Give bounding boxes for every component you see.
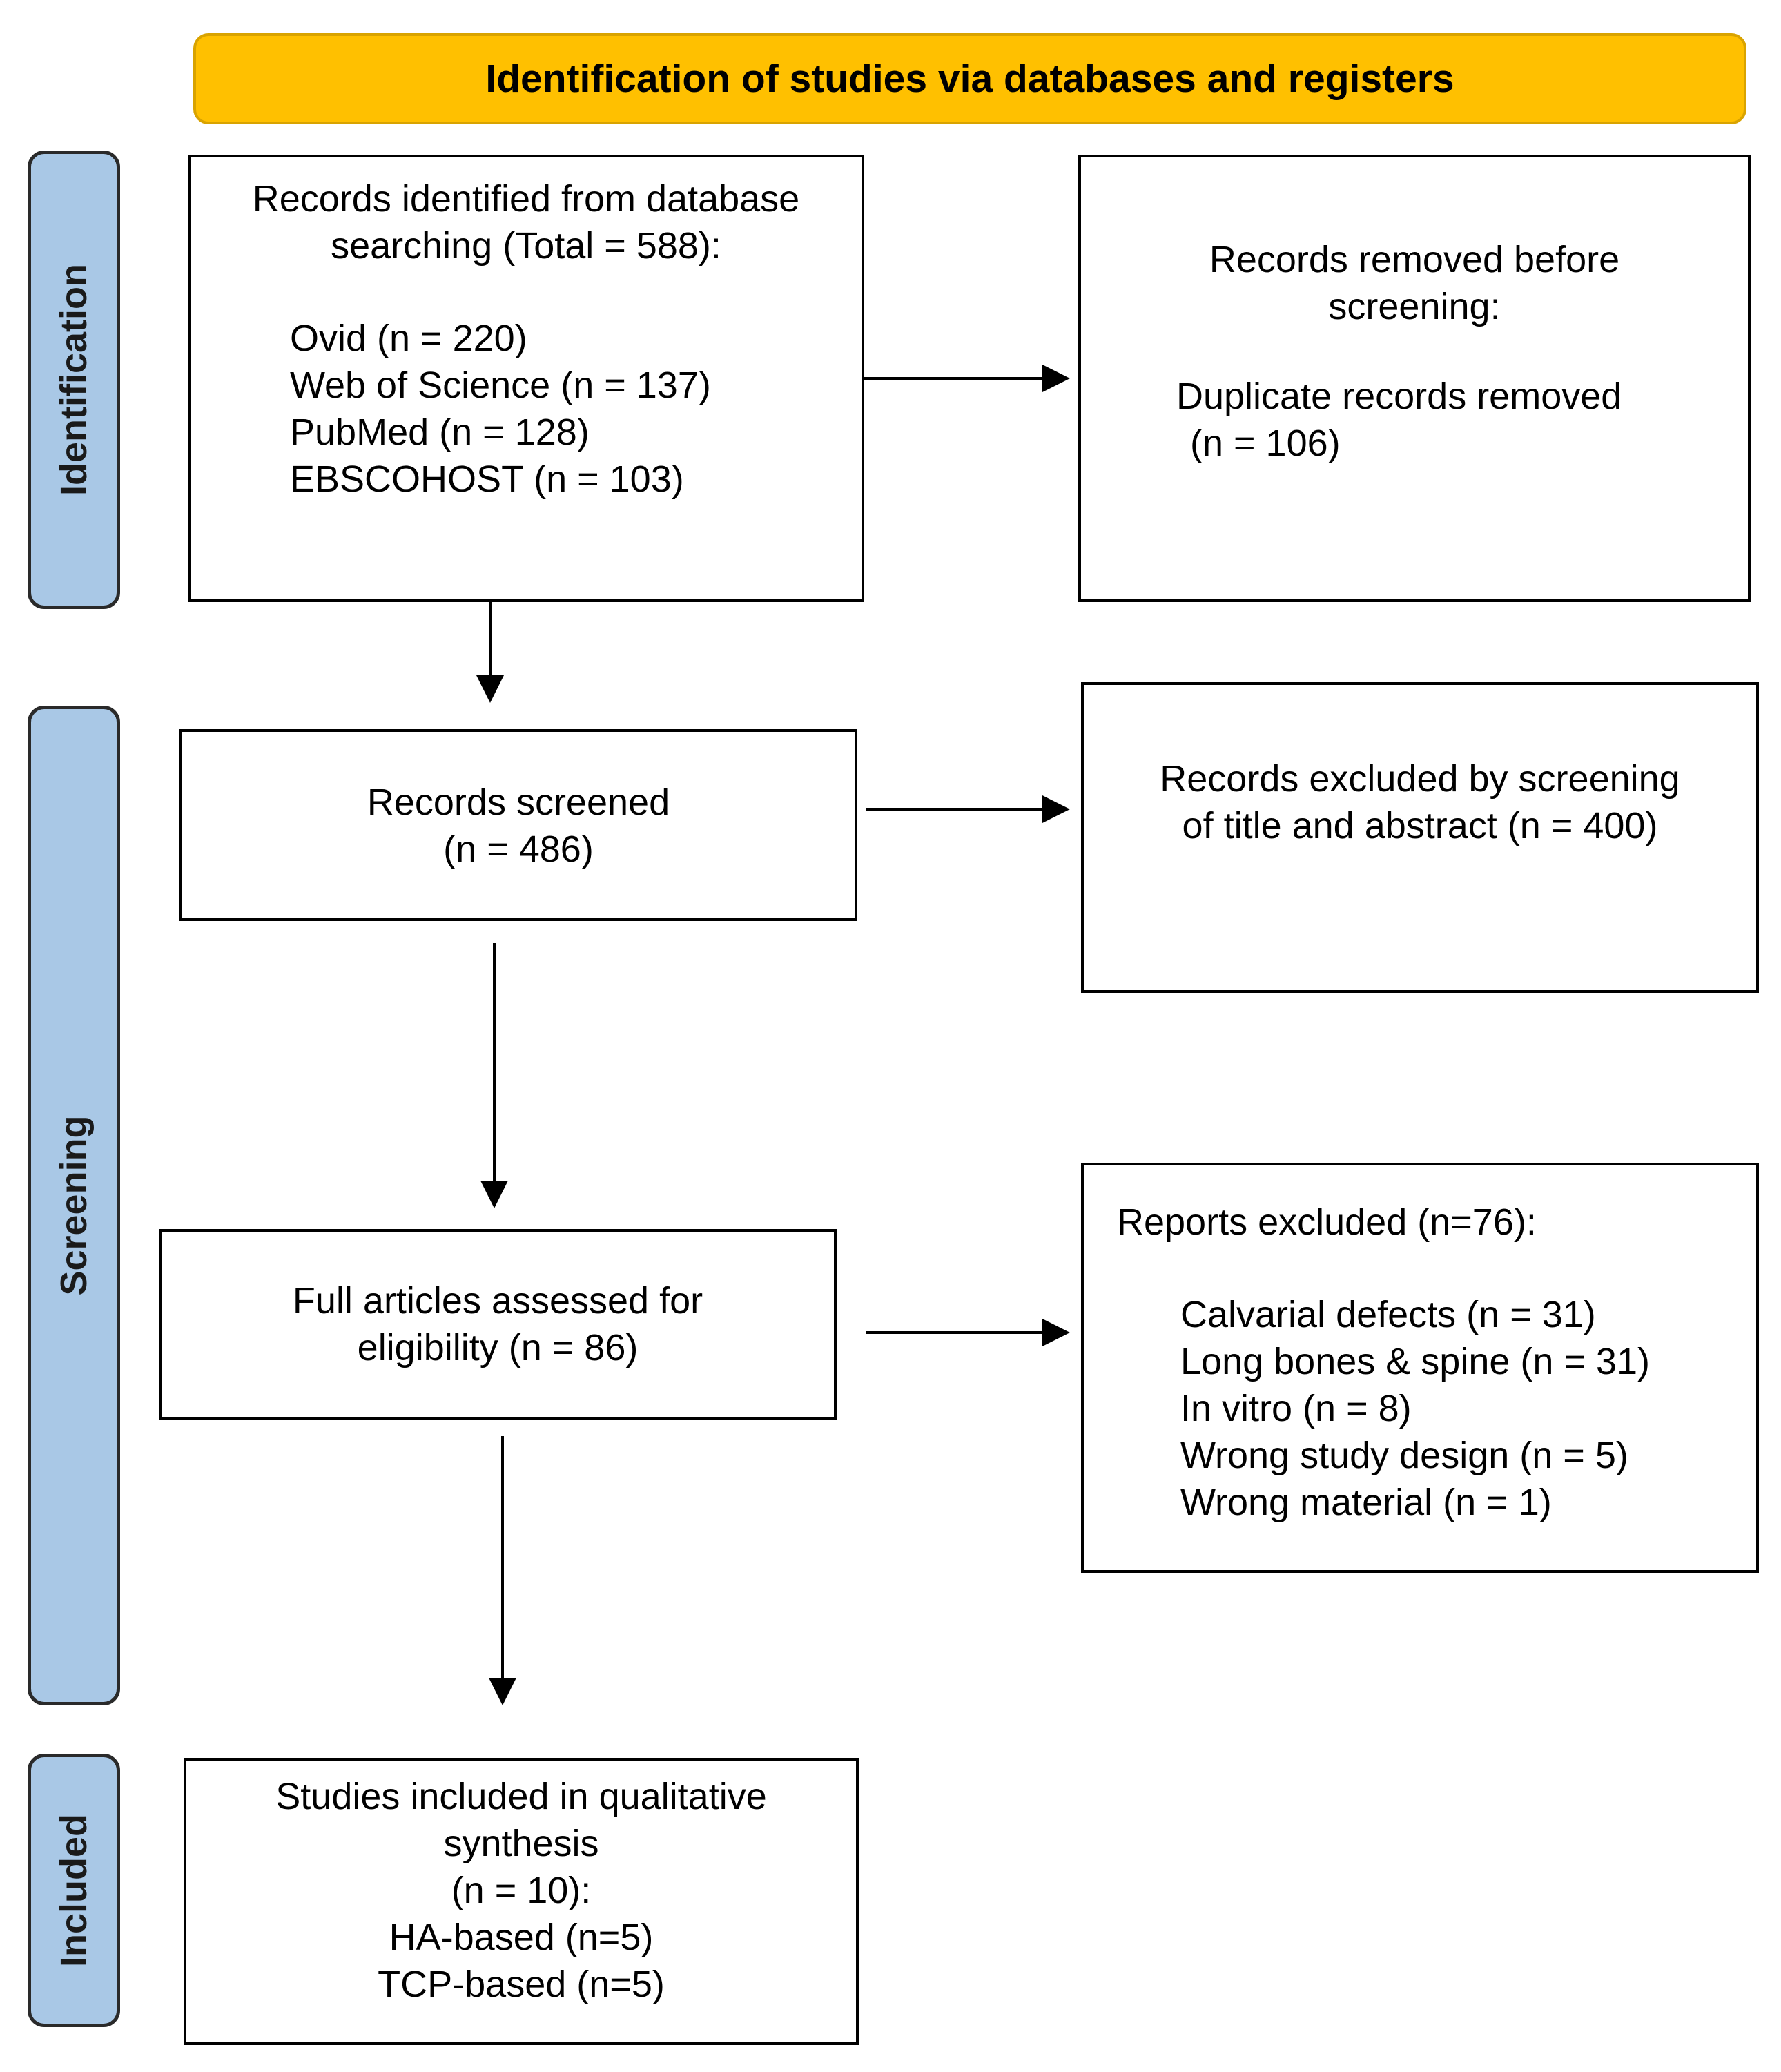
phase-identification: Identification	[28, 151, 120, 609]
exclusion-reason: Long bones & spine (n = 31)	[1180, 1341, 1650, 1382]
removed-line4: (n = 106)	[1190, 423, 1341, 464]
removed-line3: Duplicate records removed	[1176, 376, 1622, 417]
removed-line1: Records removed before	[1209, 239, 1620, 280]
full-articles-line2: eligibility (n = 86)	[357, 1327, 639, 1368]
identification-banner: Identification of studies via databases …	[193, 33, 1746, 124]
included-line5: TCP-based (n=5)	[378, 1964, 665, 2005]
screened-line2: (n = 486)	[443, 829, 594, 870]
source-item: PubMed (n = 128)	[290, 412, 590, 453]
included-line1: Studies included in qualitative	[275, 1776, 767, 1817]
records-screened-box: Records screened (n = 486)	[179, 729, 857, 921]
exclusion-reason: Wrong study design (n = 5)	[1180, 1435, 1628, 1476]
excluded-screening-line1: Records excluded by screening	[1160, 758, 1680, 800]
banner-title: Identification of studies via databases …	[485, 57, 1454, 101]
exclusion-reason: Wrong material (n = 1)	[1180, 1482, 1552, 1523]
reports-excluded-box: Reports excluded (n=76): Calvarial defec…	[1081, 1163, 1759, 1573]
phase-screening: Screening	[28, 706, 120, 1705]
included-line4: HA-based (n=5)	[389, 1917, 654, 1958]
phase-included: Included	[28, 1754, 120, 2027]
source-item: Web of Science (n = 137)	[290, 365, 711, 406]
full-articles-box: Full articles assessed for eligibility (…	[159, 1229, 837, 1420]
source-item: Ovid (n = 220)	[290, 318, 527, 359]
records-excluded-box: Records excluded by screening of title a…	[1081, 682, 1759, 993]
exclusion-reason: Calvarial defects (n = 31)	[1180, 1294, 1596, 1335]
excluded-screening-line2: of title and abstract (n = 400)	[1182, 805, 1658, 846]
included-line2: synthesis	[443, 1823, 599, 1864]
full-articles-line1: Full articles assessed for	[292, 1280, 703, 1321]
studies-included-box: Studies included in qualitative synthesi…	[184, 1758, 859, 2045]
source-item: EBSCOHOST (n = 103)	[290, 458, 684, 500]
identified-title-line2: searching (Total = 588):	[331, 225, 721, 267]
records-removed-box: Records removed before screening: Duplic…	[1078, 155, 1751, 602]
reports-excluded-title: Reports excluded (n=76):	[1117, 1201, 1537, 1243]
identified-title-line1: Records identified from database	[252, 178, 800, 220]
removed-line2: screening:	[1328, 286, 1501, 327]
records-identified-box: Records identified from database searchi…	[188, 155, 864, 602]
exclusion-reason: In vitro (n = 8)	[1180, 1388, 1412, 1429]
included-line3: (n = 10):	[451, 1870, 592, 1911]
screened-line1: Records screened	[367, 782, 670, 823]
